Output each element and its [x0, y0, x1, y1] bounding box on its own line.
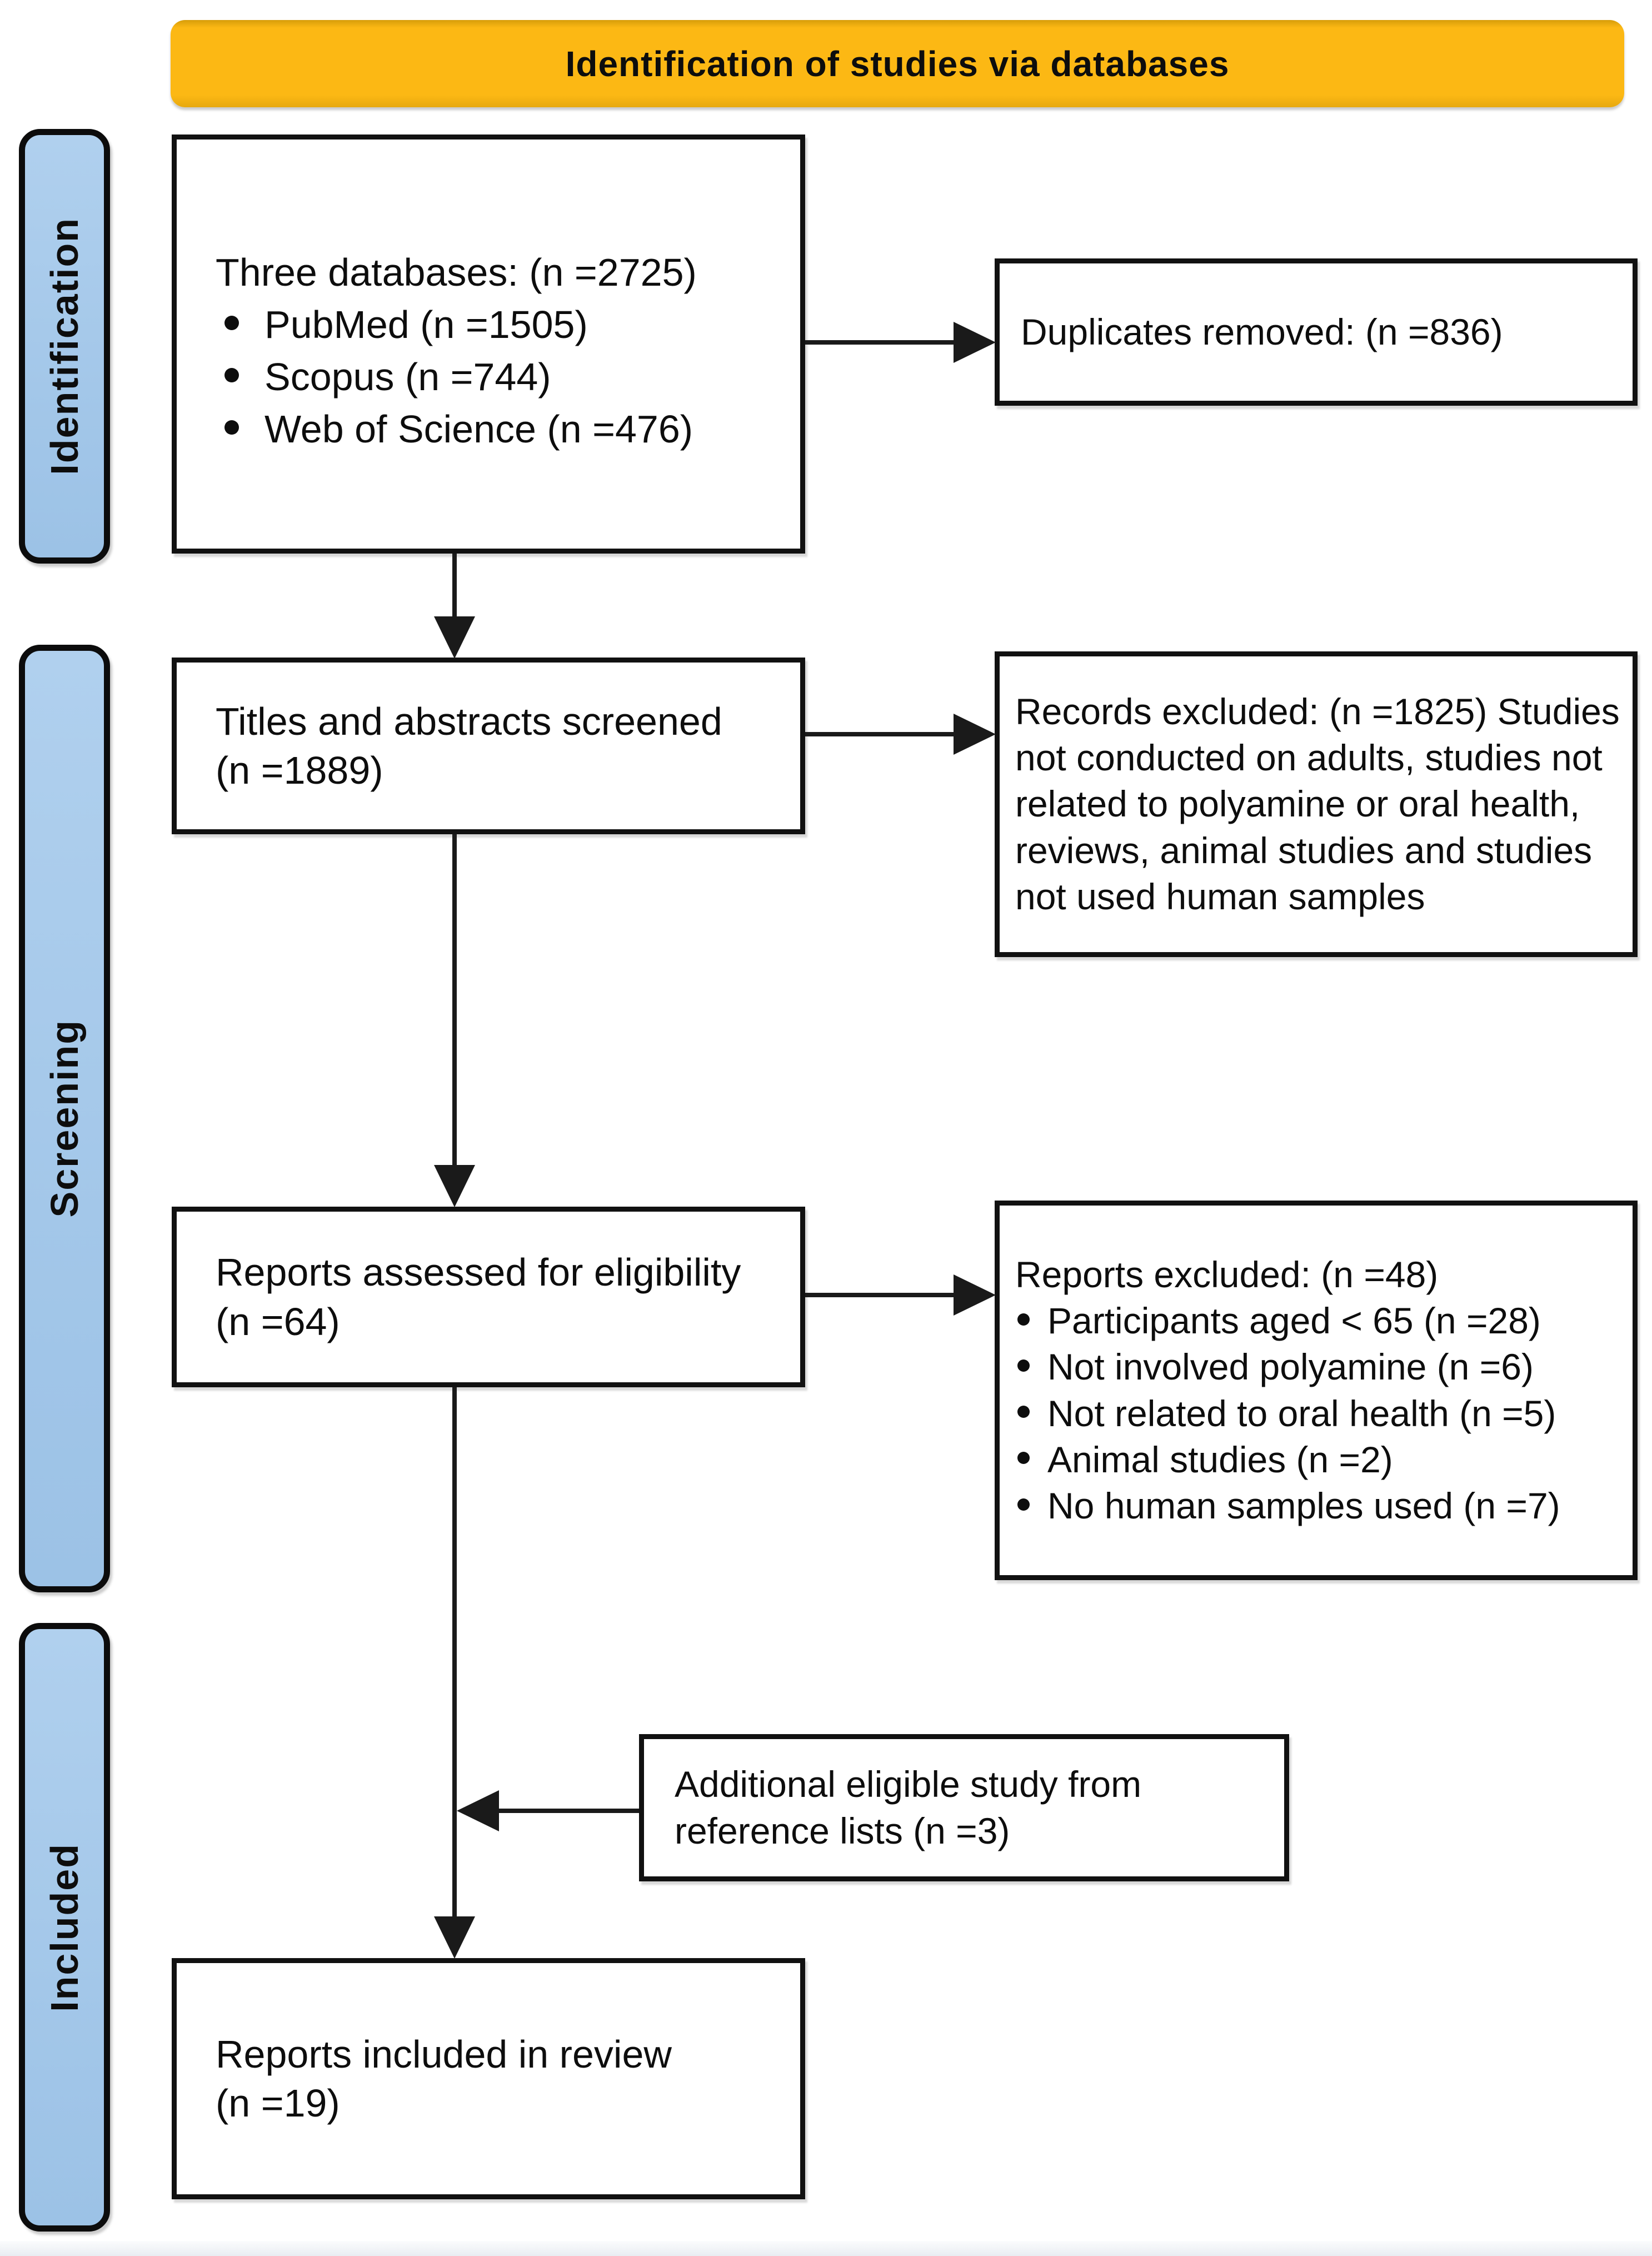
arrow-databases-to-duplicates-line: [805, 340, 956, 345]
box-additional-study-line1: Additional eligible study from: [675, 1764, 1142, 1805]
arrow-additional-to-flow-head-icon: [457, 1790, 499, 1831]
banner-title: Identification of studies via databases: [565, 43, 1230, 84]
banner: Identification of studies via databases: [171, 20, 1624, 107]
box-additional-study-line2: reference lists (n =3): [675, 1810, 1010, 1851]
arrow-databases-to-duplicates-head-icon: [954, 322, 996, 363]
stage-identification-label: Identification: [43, 217, 86, 475]
arrow-additional-to-flow-line: [497, 1809, 639, 1813]
list-item-participants-aged: Participants aged < 65 (n =28): [1015, 1298, 1625, 1344]
list-item-scopus: Scopus (n =744): [216, 352, 783, 401]
box-reports-excluded: Reports excluded: (n =48) Participants a…: [995, 1201, 1638, 1580]
arrow-databases-to-screened-head-icon: [434, 616, 475, 659]
arrow-assessed-to-reports-excluded-line: [805, 1293, 956, 1297]
bottom-edge-strip: [0, 2241, 1652, 2256]
box-titles-abstracts-screened: Titles and abstracts screened (n =1889): [172, 658, 805, 834]
list-item-pubmed: PubMed (n =1505): [216, 300, 783, 349]
arrow-screened-to-assessed-head-icon: [434, 1165, 475, 1207]
list-item-web-of-science: Web of Science (n =476): [216, 405, 783, 454]
arrow-databases-to-screened-line: [452, 554, 457, 618]
stage-screening: Screening: [19, 645, 110, 1592]
stage-screening-label: Screening: [43, 1019, 86, 1218]
stage-identification: Identification: [19, 129, 110, 564]
arrow-screened-to-records-excluded-line: [805, 732, 956, 736]
box-additional-study: Additional eligible study from reference…: [639, 1734, 1289, 1881]
box-reports-excluded-title: Reports excluded: (n =48): [1015, 1254, 1439, 1296]
box-reports-assessed-line1: Reports assessed for eligibility: [216, 1251, 741, 1294]
box-reports-assessed: Reports assessed for eligibility (n =64): [172, 1207, 805, 1387]
arrow-screened-to-assessed-line: [452, 834, 457, 1167]
box-reports-included-line2: (n =19): [216, 2081, 340, 2125]
box-records-excluded: Records excluded: (n =1825) Studies not …: [995, 651, 1638, 957]
box-records-excluded-text: Records excluded: (n =1825) Studies not …: [1015, 691, 1620, 917]
box-databases-title: Three databases: (n =2725): [216, 250, 697, 294]
stage-included: Included: [19, 1623, 110, 2232]
stage-included-label: Included: [43, 1842, 86, 2012]
arrow-screened-to-records-excluded-head-icon: [954, 714, 996, 755]
box-duplicates-removed: Duplicates removed: (n =836): [995, 258, 1638, 406]
list-item-no-human-samples: No human samples used (n =7): [1015, 1483, 1625, 1529]
box-databases-list: PubMed (n =1505) Scopus (n =744) Web of …: [216, 297, 783, 457]
box-databases: Three databases: (n =2725) PubMed (n =15…: [172, 135, 805, 554]
box-reports-included-line1: Reports included in review: [216, 2032, 672, 2076]
list-item-animal-studies: Animal studies (n =2): [1015, 1437, 1625, 1483]
box-reports-excluded-list: Participants aged < 65 (n =28) Not invol…: [1015, 1298, 1625, 1529]
box-titles-abstracts-screened-line2: (n =1889): [216, 749, 383, 792]
list-item-not-involved-polyamine: Not involved polyamine (n =6): [1015, 1344, 1625, 1390]
box-reports-assessed-line2: (n =64): [216, 1299, 340, 1343]
box-reports-included: Reports included in review (n =19): [172, 1958, 805, 2199]
box-titles-abstracts-screened-line1: Titles and abstracts screened: [216, 699, 722, 743]
arrow-assessed-to-included-head-icon: [434, 1916, 475, 1959]
arrow-assessed-to-included-line: [452, 1387, 457, 1918]
list-item-not-related-oral-health: Not related to oral health (n =5): [1015, 1391, 1625, 1437]
box-duplicates-removed-text: Duplicates removed: (n =836): [1021, 311, 1503, 352]
arrow-assessed-to-reports-excluded-head-icon: [954, 1274, 996, 1316]
